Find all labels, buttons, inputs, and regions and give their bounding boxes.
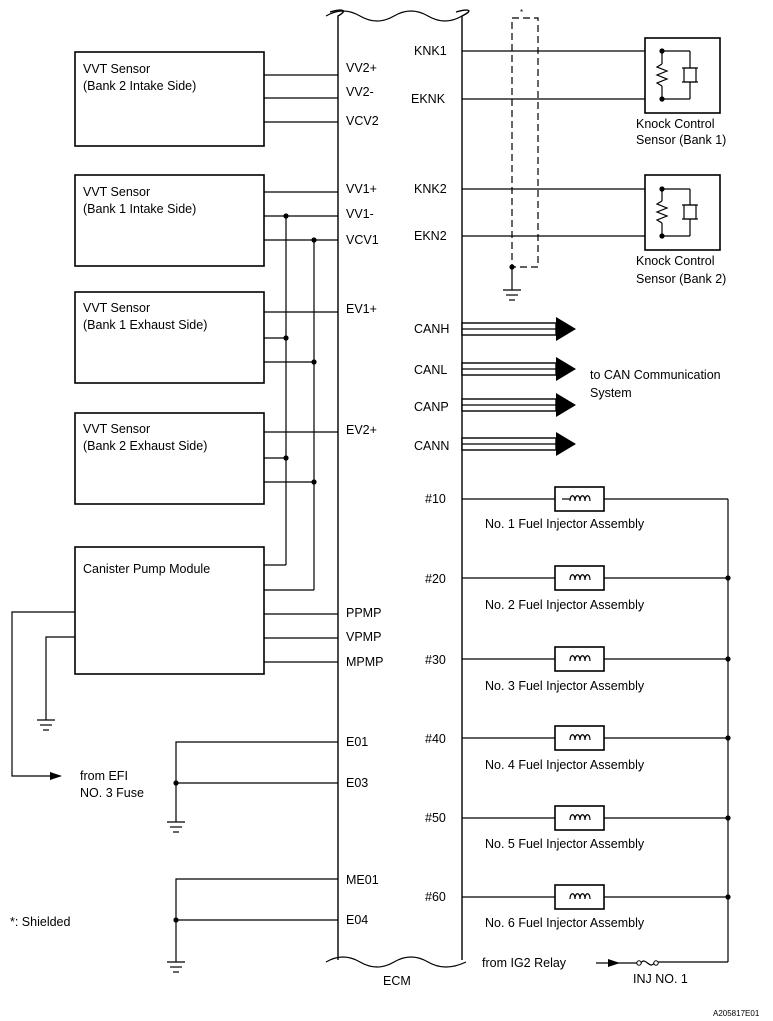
vvt-b2-exhaust-line1: VVT Sensor — [83, 422, 150, 436]
pin-vv2-plus: VV2+ — [346, 61, 377, 75]
vvt-b2-exhaust-line2: (Bank 2 Exhaust Side) — [83, 439, 207, 453]
pin-cann: CANN — [414, 439, 449, 453]
pin-vcv1: VCV1 — [346, 233, 379, 247]
pin-knk2: KNK2 — [414, 182, 447, 196]
pin-ekn2: EKN2 — [414, 229, 447, 243]
injector-3-label: No. 3 Fuel Injector Assembly — [485, 679, 645, 693]
injector-bus — [604, 498, 729, 963]
vvt-b1-exhaust-line1: VVT Sensor — [83, 301, 150, 315]
pin-vpmp: VPMP — [346, 630, 381, 644]
pin-e03: E03 — [346, 776, 368, 790]
left-pin-labels: VV2+ VV2- VCV2 VV1+ VV1- VCV1 EV1+ EV2+ … — [346, 61, 384, 927]
vvt-b1-intake-line2: (Bank 1 Intake Side) — [83, 202, 196, 216]
ig2-relay-feed: from IG2 Relay INJ NO. 1 — [482, 956, 688, 986]
inj-fuse-label: INJ NO. 1 — [633, 972, 688, 986]
pin-inj-40: #40 — [425, 732, 446, 746]
can-system-line1: to CAN Communication — [590, 368, 721, 382]
pin-ev1-plus: EV1+ — [346, 302, 377, 316]
pin-vv1-minus: VV1- — [346, 207, 374, 221]
injector-5: No. 5 Fuel Injector Assembly #50 — [425, 805, 731, 851]
pin-mpmp: MPMP — [346, 655, 384, 669]
vvt-b2-intake-line1: VVT Sensor — [83, 62, 150, 76]
injector-2-label: No. 2 Fuel Injector Assembly — [485, 598, 645, 612]
can-arrow-canl — [461, 357, 576, 381]
vvt-b1-intake-line1: VVT Sensor — [83, 185, 150, 199]
efi-fuse-line2: NO. 3 Fuse — [80, 786, 144, 800]
shield-outline — [511, 17, 539, 268]
ecm-body: ECM — [325, 9, 470, 988]
canister-pump-label: Canister Pump Module — [83, 562, 210, 576]
pin-e01: E01 — [346, 735, 368, 749]
pin-inj-20: #20 — [425, 572, 446, 586]
injector-6: No. 6 Fuel Injector Assembly #60 — [425, 884, 731, 930]
shielded-note: *: Shielded — [10, 915, 71, 929]
injector-3: No. 3 Fuel Injector Assembly #30 — [425, 646, 731, 693]
vvt-b1-exhaust-line2: (Bank 1 Exhaust Side) — [83, 318, 207, 332]
vvt-sensor-bank2-intake: VVT Sensor (Bank 2 Intake Side) — [74, 51, 265, 147]
canister-pump-module: Canister Pump Module — [74, 546, 265, 675]
can-arrow-cann — [461, 432, 576, 456]
pin-vv2-minus: VV2- — [346, 85, 374, 99]
injector-1-label: No. 1 Fuel Injector Assembly — [485, 517, 645, 531]
shield-mark: * — [520, 8, 523, 17]
pin-eknk: EKNK — [411, 92, 446, 106]
injector-5-label: No. 5 Fuel Injector Assembly — [485, 837, 645, 851]
vvt-sensor-bank1-intake: VVT Sensor (Bank 1 Intake Side) — [74, 174, 265, 267]
pin-knk1: KNK1 — [414, 44, 447, 58]
knock-sensor-bank2: Knock Control Sensor (Bank 2) — [636, 174, 726, 286]
can-arrow-canp — [461, 393, 576, 417]
knock-sensor-bank1: Knock Control Sensor (Bank 1) — [636, 37, 726, 147]
ig2-relay-label: from IG2 Relay — [482, 956, 567, 970]
pin-canl: CANL — [414, 363, 447, 377]
vvt-b2-intake-line2: (Bank 2 Intake Side) — [83, 79, 196, 93]
injector-2: No. 2 Fuel Injector Assembly #20 — [425, 565, 731, 612]
pin-inj-30: #30 — [425, 653, 446, 667]
pin-ev2-plus: EV2+ — [346, 423, 377, 437]
can-bus-arrows — [461, 317, 576, 456]
can-system-line2: System — [590, 386, 632, 400]
injector-4: No. 4 Fuel Injector Assembly #40 — [425, 725, 731, 772]
knock-b2-line1: Knock Control — [636, 254, 715, 268]
vvt-sensor-bank2-exhaust: VVT Sensor (Bank 2 Exhaust Side) — [74, 412, 265, 505]
figure-id: A205817E01 — [713, 1009, 760, 1018]
pin-canh: CANH — [414, 322, 449, 336]
efi-fuse-line1: from EFI — [80, 769, 128, 783]
pin-inj-50: #50 — [425, 811, 446, 825]
injector-1: No. 1 Fuel Injector Assembly #10 — [425, 486, 645, 531]
pin-inj-10: #10 — [425, 492, 446, 506]
knock-b2-line2: Sensor (Bank 2) — [636, 272, 726, 286]
injector-6-label: No. 6 Fuel Injector Assembly — [485, 916, 645, 930]
pin-ppmp: PPMP — [346, 606, 381, 620]
pin-vcv2: VCV2 — [346, 114, 379, 128]
pin-inj-60: #60 — [425, 890, 446, 904]
pin-vv1-plus: VV1+ — [346, 182, 377, 196]
ecm-label: ECM — [383, 974, 411, 988]
pin-me01: ME01 — [346, 873, 379, 887]
injector-4-label: No. 4 Fuel Injector Assembly — [485, 758, 645, 772]
knock-b1-line1: Knock Control — [636, 117, 715, 131]
pin-canp: CANP — [414, 400, 449, 414]
pin-e04: E04 — [346, 913, 368, 927]
left-wires — [11, 74, 338, 973]
knock-b1-line2: Sensor (Bank 1) — [636, 133, 726, 147]
vvt-sensor-bank1-exhaust: VVT Sensor (Bank 1 Exhaust Side) — [74, 291, 265, 384]
can-arrow-canh — [461, 317, 576, 341]
knock-wiring: * — [462, 8, 662, 301]
